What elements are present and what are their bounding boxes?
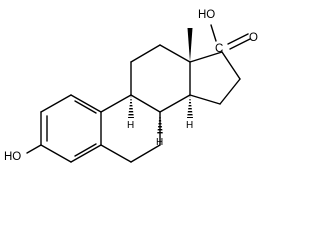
phenol-oh-group: HO [4, 144, 42, 163]
ring-c [130, 44, 191, 113]
h9-label: H [127, 120, 134, 131]
c17-substituents: HO C O [198, 9, 258, 55]
stereo-hydrogens: H H H [127, 95, 193, 148]
ring-d [189, 51, 241, 105]
hash-wedge-h9 [128, 95, 134, 118]
hydroxyl-label-top: HO [198, 9, 215, 21]
hash-wedge-h8 [157, 112, 163, 135]
h8-label: H [156, 137, 163, 148]
h14-label: H [186, 120, 193, 131]
carbon-label: C [215, 43, 223, 55]
oxygen-label: O [249, 32, 258, 44]
hydroxyl-label-bottom: HO [4, 151, 21, 163]
hash-wedge-h14 [187, 95, 193, 118]
molecule-drawing: HO H H H HO C O [4, 9, 258, 163]
methyl-wedge [187, 28, 193, 62]
structure-diagram: HO H H H HO C O [4, 9, 258, 163]
ring-a-aromatic [40, 94, 102, 163]
